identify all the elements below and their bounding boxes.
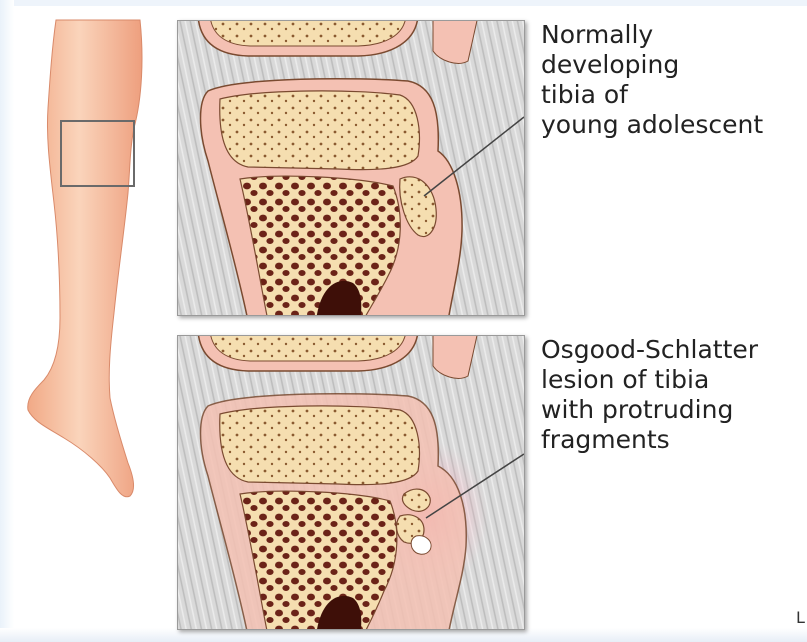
caption-line: fragments — [541, 425, 758, 455]
caption-line: with protruding — [541, 395, 758, 425]
caption-line: young adolescent — [541, 110, 763, 140]
leg-illustration — [18, 18, 163, 508]
leg-shape — [28, 20, 142, 497]
frame-top-edge — [0, 0, 807, 6]
frame-bottom-edge — [0, 628, 807, 642]
tibia-epiphysis — [220, 91, 420, 170]
normal-tibia-caption: Normally developing tibia of young adole… — [541, 20, 763, 140]
tibia-metaphysis — [240, 176, 400, 315]
bone-fragment — [411, 536, 431, 555]
caption-line: Osgood-Schlatter — [541, 335, 758, 365]
normal-tibia-panel — [177, 20, 525, 316]
caption-line: Normally — [541, 20, 763, 50]
caption-line: lesion of tibia — [541, 365, 758, 395]
lesion-tibia-caption: Osgood-Schlatter lesion of tibia with pr… — [541, 335, 758, 455]
frame-left-edge — [0, 0, 14, 642]
corner-mark: L — [796, 608, 805, 627]
caption-line: developing — [541, 50, 763, 80]
caption-line: tibia of — [541, 80, 763, 110]
lesion-tibia-panel — [177, 335, 525, 630]
